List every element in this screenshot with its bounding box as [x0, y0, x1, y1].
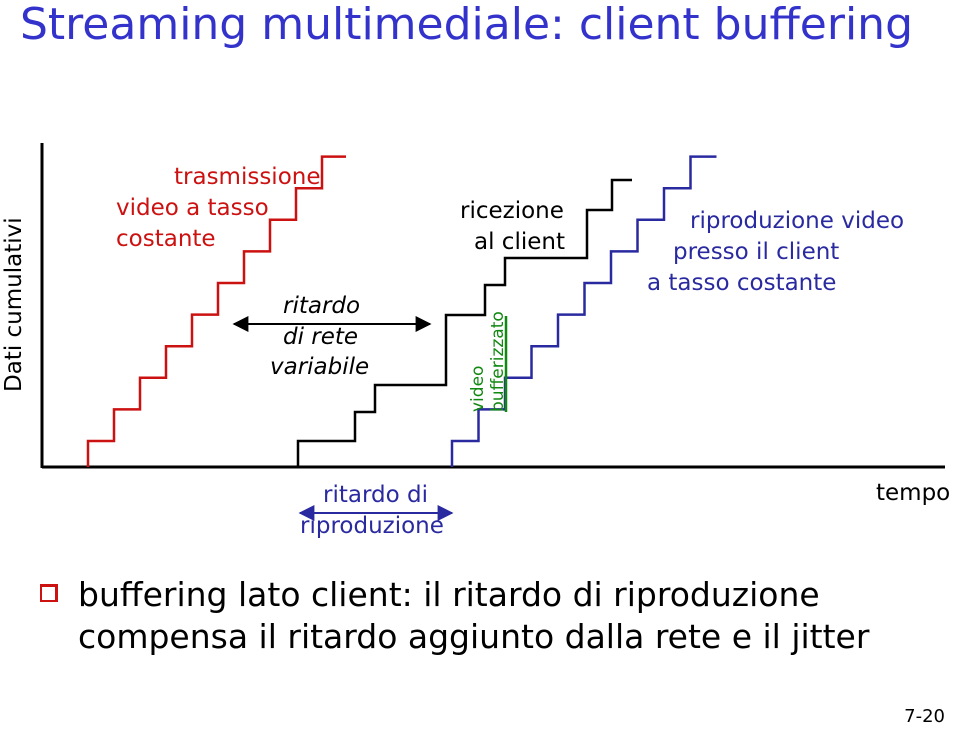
page-number: 7-20	[904, 706, 945, 727]
buffered-video-label: video bufferizzato	[468, 292, 508, 412]
square-bullet-icon	[40, 584, 58, 602]
net-delay-label-line-1: ritardo	[283, 293, 361, 319]
tx-label-line-1: trasmissione	[174, 164, 321, 190]
transmission-staircase	[86, 155, 346, 467]
playout-staircase	[450, 155, 717, 467]
tx-label-line-3: costante	[116, 226, 216, 252]
playout-delay-label-line-1: ritardo di	[323, 482, 428, 508]
rx-label-line-2: al client	[474, 229, 565, 255]
tx-label-line-2: video a tasso	[116, 195, 269, 221]
bullet-text: buffering lato client: il ritardo di rip…	[78, 575, 870, 656]
y-axis-label: Dati cumulativi	[1, 217, 27, 392]
playout-label-line-2: presso il client	[673, 239, 840, 265]
playout-label-line-3: a tasso costante	[647, 270, 837, 296]
x-axis-label: tempo	[876, 480, 951, 506]
playout-delay-label-line-2: riproduzione	[300, 513, 444, 539]
net-delay-label-line-2: di rete	[283, 324, 359, 350]
playout-label-line-1: riproduzione video	[690, 208, 905, 234]
bullet-item: buffering lato client: il ritardo di rip…	[40, 574, 920, 658]
slide-title: Streaming multimediale: client buffering	[20, 0, 913, 50]
bullet-list: buffering lato client: il ritardo di rip…	[40, 574, 920, 658]
buffered-video-label-line-1: video	[468, 365, 488, 412]
buffered-video-label-line-2: bufferizzato	[488, 311, 508, 412]
rx-label-line-1: ricezione	[460, 198, 564, 224]
reception-staircase	[296, 178, 632, 467]
net-delay-label-line-3: variabile	[270, 354, 370, 380]
